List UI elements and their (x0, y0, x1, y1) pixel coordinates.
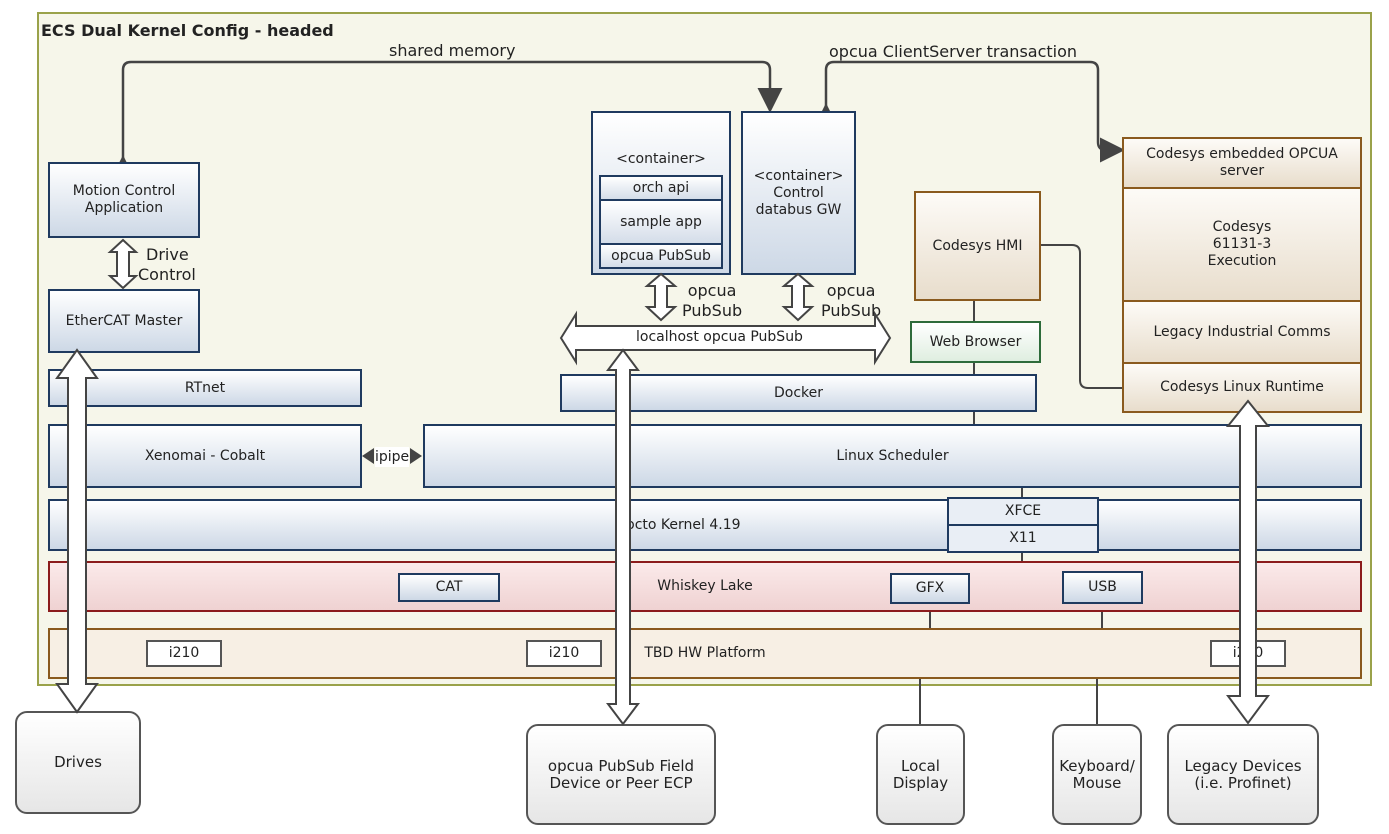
shared-memory-label: shared memory (389, 41, 516, 60)
docker-label: Docker (773, 384, 824, 401)
web-browser: Web Browser (910, 321, 1041, 363)
local-display-line2: Display (892, 773, 949, 792)
field-device-arrow (606, 348, 640, 726)
ethercat-master-label: EtherCAT Master (65, 312, 183, 329)
local-display: Local Display (876, 724, 965, 825)
legacy-devices: Legacy Devices (i.e. Profinet) (1167, 724, 1319, 825)
tbd-platform-label: TBD HW Platform (644, 645, 766, 661)
codesys-opcua-line2: server (1219, 163, 1265, 179)
legacy-industrial-comms: Legacy Industrial Comms (1122, 300, 1362, 364)
codesys-opcua-line1: Codesys embedded OPCUA (1146, 146, 1338, 162)
x11-box: X11 (947, 524, 1099, 553)
codesys-exec-line1: Codesys (1212, 219, 1272, 235)
whiskey-lake-label: Whiskey Lake (657, 578, 753, 594)
opcua-pubsub-label-1b: PubSub (682, 301, 743, 320)
usb-label: USB (1088, 579, 1117, 595)
drive-control-line2: Control (138, 265, 196, 284)
localhost-pubsub-label: localhost opcua PubSub (636, 329, 803, 345)
i210-label-2: i210 (548, 645, 580, 661)
web-browser-label: Web Browser (929, 333, 1022, 350)
opcua-clientserver-label: opcua ClientServer transaction (829, 42, 1078, 61)
rtnet-label: RTnet (184, 379, 226, 396)
keyboard-mouse: Keyboard/ Mouse (1052, 724, 1142, 825)
linux-scheduler: Linux Scheduler (423, 424, 1362, 488)
container-control-databus-gw: <container> Control databus GW (741, 111, 856, 275)
ipipe-arrow (362, 448, 422, 464)
motion-control-label: Motion Control Application (72, 183, 176, 216)
xenomai-cobalt: Xenomai - Cobalt (48, 424, 362, 488)
ethercat-master: EtherCAT Master (48, 289, 200, 353)
opcua-pubsub-label-1a: opcua (687, 281, 737, 300)
tbd-hw-platform: TBD HW Platform (48, 628, 1362, 679)
whiskey-lake-layer: Whiskey Lake (48, 561, 1362, 612)
legacy-comms-label: Legacy Industrial Comms (1153, 323, 1331, 340)
motion-control-application: Motion Control Application (48, 162, 200, 238)
ipipe-label: ipipe (375, 447, 410, 467)
gfx-box: GFX (890, 573, 970, 604)
opcua-pubsub-box: opcua PubSub (599, 243, 723, 269)
rtnet-layer: RTnet (48, 369, 362, 407)
usb-box: USB (1062, 571, 1143, 604)
drive-control-line1: Drive (146, 245, 189, 264)
opcua-pubsub-label-1: opcua PubSub (682, 281, 742, 321)
field-device: opcua PubSub Field Device or Peer ECP (526, 724, 716, 825)
cat-label: CAT (435, 579, 463, 595)
codesys-exec-line2: 61131-3 (1212, 236, 1272, 252)
gfx-label: GFX (915, 580, 945, 596)
legacy-devices-line1: Legacy Devices (1184, 756, 1302, 775)
legacy-devices-line2: (i.e. Profinet) (1194, 773, 1292, 792)
container-gw-line1: <container> (753, 167, 844, 184)
field-device-line2: Device or Peer ECP (549, 773, 693, 792)
yocto-kernel-label: Yocto Kernel 4.19 (619, 516, 741, 533)
xfce-label: XFCE (1004, 503, 1042, 519)
yocto-kernel: Yocto Kernel 4.19 (48, 499, 1362, 551)
opcua-pubsub-box-label: opcua PubSub (611, 247, 711, 264)
diagram-title: ECS Dual Kernel Config - headed (41, 21, 334, 40)
field-device-line1: opcua PubSub Field (547, 756, 695, 775)
i210-nic-1: i210 (146, 640, 222, 667)
container-app: <container> orch api sample app opcua Pu… (591, 111, 731, 275)
drives-label: Drives (54, 753, 102, 771)
sample-app-label: sample app (620, 213, 702, 230)
opcua-pubsub-label-2a: opcua (826, 281, 876, 300)
codesys-exec-line3: Execution (1207, 253, 1277, 269)
opcua-pubsub-label-2: opcua PubSub (821, 281, 881, 321)
container-gw-line3: databus GW (755, 201, 842, 218)
drive-control-arrow (107, 238, 139, 290)
opcua-pubsub-label-2b: PubSub (821, 301, 882, 320)
local-display-line1: Local (901, 756, 940, 775)
linux-scheduler-label: Linux Scheduler (836, 447, 949, 464)
shared-memory-connector (110, 60, 783, 180)
legacy-devices-arrow (1225, 399, 1271, 725)
container-pubsub-arrow-2 (781, 272, 815, 322)
codesys-hmi: Codesys HMI (914, 191, 1041, 301)
hmi-runtime-connector (1040, 244, 1124, 389)
keyboard-line1: Keyboard/ (1059, 756, 1135, 775)
orch-api-label: orch api (632, 179, 690, 196)
docker-layer: Docker (560, 374, 1037, 412)
keyboard-line2: Mouse (1072, 773, 1122, 792)
xfce-box: XFCE (947, 497, 1099, 526)
codesys-hmi-label: Codesys HMI (932, 237, 1023, 254)
container-app-label: <container> (616, 151, 706, 167)
localhost-pubsub-arrow (559, 310, 892, 366)
codesys-runtime-label: Codesys Linux Runtime (1160, 379, 1324, 395)
i210-label-1: i210 (168, 645, 200, 661)
opcua-clientserver-connector (813, 60, 1125, 163)
x11-label: X11 (1009, 530, 1037, 546)
drive-control-label: Drive Control (138, 245, 196, 285)
cat-box: CAT (398, 573, 500, 602)
ethercat-drives-arrow (55, 348, 99, 714)
container-gw-line2: Control (773, 184, 824, 201)
i210-nic-2: i210 (526, 640, 602, 667)
xenomai-label: Xenomai - Cobalt (144, 447, 266, 464)
container-pubsub-arrow-1 (644, 272, 678, 322)
